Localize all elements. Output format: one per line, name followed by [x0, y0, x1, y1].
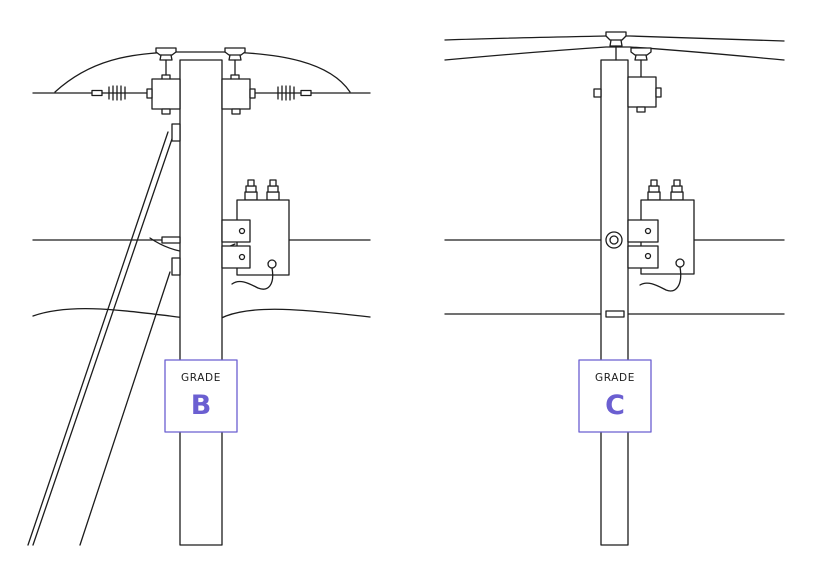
pole-step-bracket — [593, 88, 602, 98]
guy-attachment-upper — [171, 123, 181, 142]
pole-b — [179, 59, 223, 546]
wire-clamp-mid — [161, 236, 181, 244]
transformer-c — [627, 179, 695, 292]
guy-wire-inner — [32, 135, 174, 546]
strain-insulator-right — [252, 85, 312, 101]
grade-c-label: GRADE — [595, 372, 635, 384]
pin-insulator-left — [155, 47, 177, 76]
guy-wire-outer — [27, 131, 169, 546]
grade-c-pole-assembly — [444, 31, 785, 546]
grade-c-value: C — [605, 390, 625, 421]
side-pin-insulator — [627, 47, 662, 113]
grade-b-pole-assembly — [27, 47, 371, 546]
top-conductor-lower — [444, 46, 785, 61]
guy-attachment-lower — [171, 257, 181, 276]
grade-c-tag — [578, 359, 652, 433]
grade-b-tag — [164, 359, 238, 433]
guy-wire-lower — [79, 271, 171, 546]
pole-c — [600, 59, 629, 546]
dead-end-clamp-right — [221, 74, 256, 115]
strain-insulator-left — [91, 85, 151, 101]
wire-splice — [605, 310, 625, 318]
pin-insulator-right — [224, 47, 246, 76]
pole-top-insulator — [605, 31, 627, 61]
dead-end-clamp-left — [146, 74, 181, 115]
clamp-ring — [605, 231, 623, 249]
transformer-b — [221, 179, 290, 290]
overhead-arc-conductor — [54, 51, 351, 93]
grade-b-value: B — [190, 390, 212, 421]
grade-b-label: GRADE — [181, 372, 221, 384]
